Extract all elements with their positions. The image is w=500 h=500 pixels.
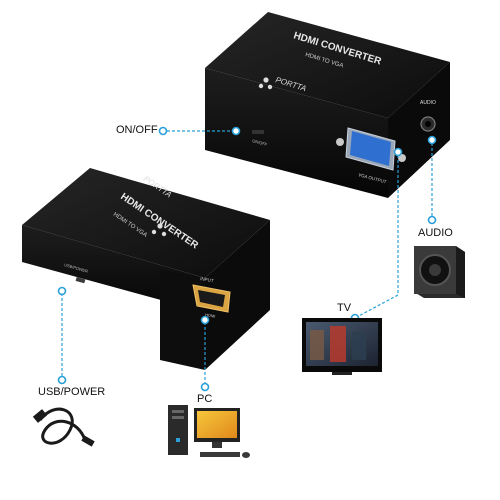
callout-lines <box>61 130 433 385</box>
usb-cable-icon <box>32 407 95 447</box>
tv-icon <box>302 318 382 375</box>
brand-logo-icon <box>151 223 167 237</box>
callout-line-tv <box>354 155 399 319</box>
converter-front-face <box>205 220 270 370</box>
callout-dots <box>57 126 437 392</box>
vga-screw-icon <box>398 154 406 162</box>
brand-logo-icon <box>258 77 273 90</box>
label-tv: TV <box>337 302 352 314</box>
converter-back-top <box>205 12 450 118</box>
input-label: INPUT <box>200 276 214 283</box>
label-audio: AUDIO <box>418 227 453 239</box>
hdmi-label: HDMI <box>205 312 216 319</box>
pc-mouse <box>242 452 250 458</box>
label-usb-power: USB/POWER <box>38 386 106 398</box>
converter-back-left-face <box>205 68 388 198</box>
audio-port-label: AUDIO <box>420 100 436 106</box>
label-pc: PC <box>197 393 213 405</box>
pc-icon <box>168 405 250 458</box>
vga-port <box>336 127 406 171</box>
converter-front-view: HDMI CONVERTER HDMI TO VGA PORTTA INPUT … <box>22 168 270 370</box>
label-on-off: ON/OFF <box>116 124 158 136</box>
usb-port-label: USB/POWER <box>64 262 89 274</box>
vga-screw-icon <box>336 138 344 146</box>
converter-front-left-face <box>22 225 205 312</box>
pc-keyboard <box>200 452 240 457</box>
usb-port <box>75 276 86 284</box>
on-off-switch <box>252 130 264 134</box>
switch-label: ON/OFF <box>252 138 268 147</box>
converter-front-top <box>22 168 270 278</box>
converter-back-right-face <box>388 62 450 198</box>
speaker-icon <box>414 246 465 298</box>
converter-back-view: HDMI CONVERTER HDMI TO VGA PORTTA VGA OU… <box>205 12 450 198</box>
hdmi-port <box>192 284 231 313</box>
